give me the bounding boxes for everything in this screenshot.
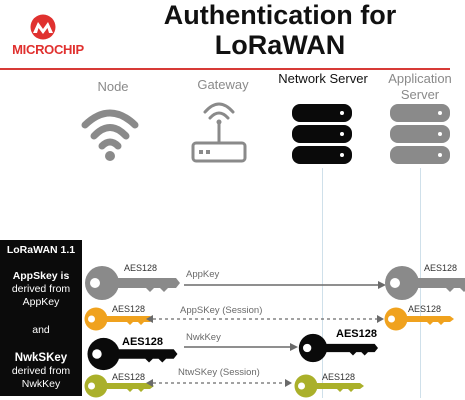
ntwskey-node-key-icon xyxy=(84,374,154,398)
wifi-icon xyxy=(81,109,139,161)
info-appskey: AppSkey is xyxy=(12,270,70,282)
info-line-appskey: AppSkey is xyxy=(0,270,82,283)
aes-label-nwkkey-left: AES128 xyxy=(122,336,163,348)
nwkkey-line-label: NwkKey xyxy=(186,332,221,343)
aes-label-ntwskey-left: AES128 xyxy=(112,372,146,382)
microchip-logo: MICROCHIP xyxy=(0,6,96,57)
nwkkey-arrow xyxy=(184,343,298,351)
microchip-logo-icon xyxy=(30,14,56,40)
network-server-database-icon xyxy=(292,104,352,164)
appskey-node-key-icon xyxy=(84,307,154,331)
appkey-arrow xyxy=(184,281,386,289)
column-label-application-server: Application Server xyxy=(388,71,452,102)
info-heading: LoRaWAN 1.1 xyxy=(6,244,76,256)
aes-label-appkey-right: AES128 xyxy=(424,263,458,273)
aes-label-appkey-left: AES128 xyxy=(124,263,158,273)
aes-label-appskey-right: AES128 xyxy=(408,304,442,314)
nwkkey-node-key-icon xyxy=(87,337,178,371)
logo-text: MICROCHIP xyxy=(12,42,84,57)
aes-label-nwkkey-right: AES128 xyxy=(336,328,377,340)
application-server-database-icon xyxy=(390,104,450,164)
info-line-derived-1: derived from xyxy=(11,283,71,295)
info-line-appkey: AppKey xyxy=(22,296,60,308)
appkey-line-label: AppKey xyxy=(186,269,220,280)
nwkkey-server-key-icon xyxy=(298,333,378,363)
info-line-nwkskey: NwkSKey xyxy=(14,352,68,364)
network-server-lifeline xyxy=(322,168,323,398)
info-line-nwkkey: NwkKey xyxy=(21,378,61,390)
ntwskey-line-label: NtwSKey (Session) xyxy=(178,367,260,378)
appkey-node-key-icon xyxy=(85,266,180,300)
appskey-server-key-icon xyxy=(384,307,454,331)
column-label-gateway: Gateway xyxy=(197,77,249,92)
column-label-network-server: Network Server xyxy=(278,71,368,86)
info-box: LoRaWAN 1.1 AppSkey is derived from AppK… xyxy=(0,240,82,396)
appkey-server-key-icon xyxy=(385,266,465,300)
info-line-and: and xyxy=(32,324,50,336)
info-line-derived-2: derived from xyxy=(11,365,71,377)
appskey-line-label: AppSKey (Session) xyxy=(180,305,263,316)
aes-label-ntwskey-right: AES128 xyxy=(322,372,356,382)
column-label-node: Node xyxy=(97,79,129,94)
page-title-line-2: LoRaWAN xyxy=(214,30,346,60)
page-title-line-1: Authentication for xyxy=(163,0,397,30)
appskey-dashed-arrow xyxy=(146,315,384,323)
gateway-router-icon xyxy=(191,102,247,163)
ntwskey-dashed-arrow xyxy=(146,379,292,387)
ntwskey-server-key-icon xyxy=(294,374,364,398)
header-divider xyxy=(0,68,450,70)
aes-label-appskey-left: AES128 xyxy=(112,304,146,314)
